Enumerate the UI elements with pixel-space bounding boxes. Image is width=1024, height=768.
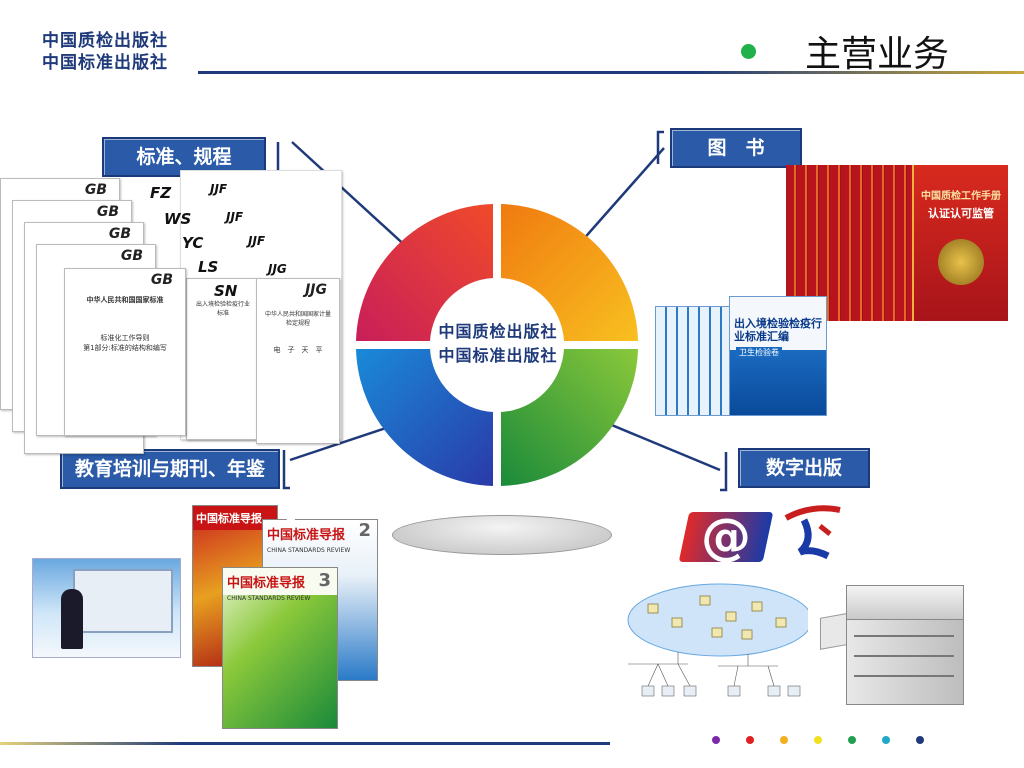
publisher-logo: 中国质检出版社 中国标准出版社 — [42, 30, 202, 74]
journal-issue-number: 1 — [284, 505, 296, 524]
blue-standards-compilation-image: 出入境检验检疫行业标准汇编 卫生检验卷 — [655, 296, 827, 416]
standards-documents-image: GB GB GB GB 出入境检验检疫行业标准 JJG 中华人民共和国国家计量检… — [0, 170, 342, 454]
footer-dot-icon — [814, 736, 822, 744]
doc-subtitle: 第1部分:标准的结构和编写 — [83, 344, 167, 352]
book-subtitle: 认证认可监管 — [928, 207, 994, 220]
footer-dot-icon — [712, 736, 720, 744]
ring-segment-red — [356, 204, 493, 341]
footer-dot-icon — [916, 736, 924, 744]
doc-code: GB — [108, 226, 131, 242]
label-education: 教育培训与期刊、年鉴 — [60, 449, 280, 489]
doc-tag: SN — [214, 282, 238, 300]
logo-line-1: 中国质检出版社 — [42, 31, 168, 51]
journal-name-en: CHINA STANDARDS REVIEW — [267, 547, 351, 554]
center-logo-line-2: 中国标准出版社 — [438, 346, 558, 365]
label-books: 图 书 — [670, 128, 802, 168]
digital-printer-image — [820, 585, 964, 705]
doc-code: GB — [150, 272, 173, 288]
doc-tag: YC — [182, 234, 204, 252]
center-logo-line-1: 中国质检出版社 — [438, 322, 558, 341]
journal-issue-number: 2 — [358, 520, 371, 541]
ring-segment-orange — [501, 204, 638, 341]
doc-code: JJG — [305, 282, 327, 298]
doc-code: GB — [96, 204, 119, 220]
title-bullet-icon — [741, 44, 756, 59]
footer-dot-icon — [780, 736, 788, 744]
emblem-icon — [938, 239, 984, 285]
doc-subtitle: 标准化工作导则 — [100, 334, 150, 342]
header-divider — [198, 71, 1024, 74]
center-logo: 中国质检出版社 中国标准出版社 — [438, 320, 558, 368]
doc-title: 中华人民共和国国家计量检定规程 — [265, 311, 332, 327]
footer-dot-icon — [746, 736, 754, 744]
doc-tag: JJF — [226, 210, 244, 224]
logo-line-2: 中国标准出版社 — [42, 53, 168, 73]
footer-dot-icon — [882, 736, 890, 744]
doc-subtitle: 电 子 天 平 — [273, 346, 323, 354]
footer-dot-icon — [848, 736, 856, 744]
journal-issue-number: 3 — [318, 570, 331, 591]
digital-publishing-brand-icon — [784, 505, 841, 560]
doc-title: 出入境检验检疫行业标准 — [195, 301, 250, 317]
page-title: 主营业务 — [805, 34, 950, 75]
red-handbook-set-image: 中国质检工作手册 认证认可监管 — [786, 165, 1008, 321]
ring-segment-blue — [356, 349, 493, 486]
training-lecture-photo — [32, 558, 181, 658]
footer-divider — [0, 742, 610, 745]
doc-code: GB — [84, 182, 107, 198]
business-ring-diagram — [356, 204, 638, 486]
journal-covers-image: 中国标准导报 中国标准导报 2 CHINA STANDARDS REVIEW 1… — [192, 505, 378, 729]
doc-tag: JJF — [210, 182, 228, 196]
book-tag: 卫生检验卷 — [736, 347, 782, 358]
doc-tag: FZ — [150, 184, 172, 202]
book-title: 出入境检验检疫行业标准汇编 — [734, 317, 822, 343]
journal-name-en: CHINA STANDARDS REVIEW — [227, 595, 311, 602]
journal-name: 中国标准导报 — [267, 528, 346, 543]
doc-tag: JJF — [248, 234, 266, 248]
at-icon: @ — [701, 508, 751, 566]
presenter-figure — [61, 589, 83, 649]
footer-color-dots — [712, 736, 924, 744]
doc-code: GB — [120, 248, 143, 264]
journal-name: 中国标准导报 — [223, 568, 337, 595]
label-digital-publishing: 数字出版 — [738, 448, 870, 488]
at-email-logo: @ — [678, 508, 774, 570]
network-topology-diagram — [627, 583, 808, 697]
doc-title: 中华人民共和国国家标准 — [86, 296, 164, 304]
blank-ellipse-shape — [392, 515, 612, 555]
doc-tag: WS — [164, 210, 192, 228]
doc-tag: JJG — [268, 262, 287, 276]
doc-tag: LS — [198, 258, 219, 276]
book-title: 中国质检工作手册 — [921, 191, 1001, 202]
ring-segment-green — [501, 349, 638, 486]
